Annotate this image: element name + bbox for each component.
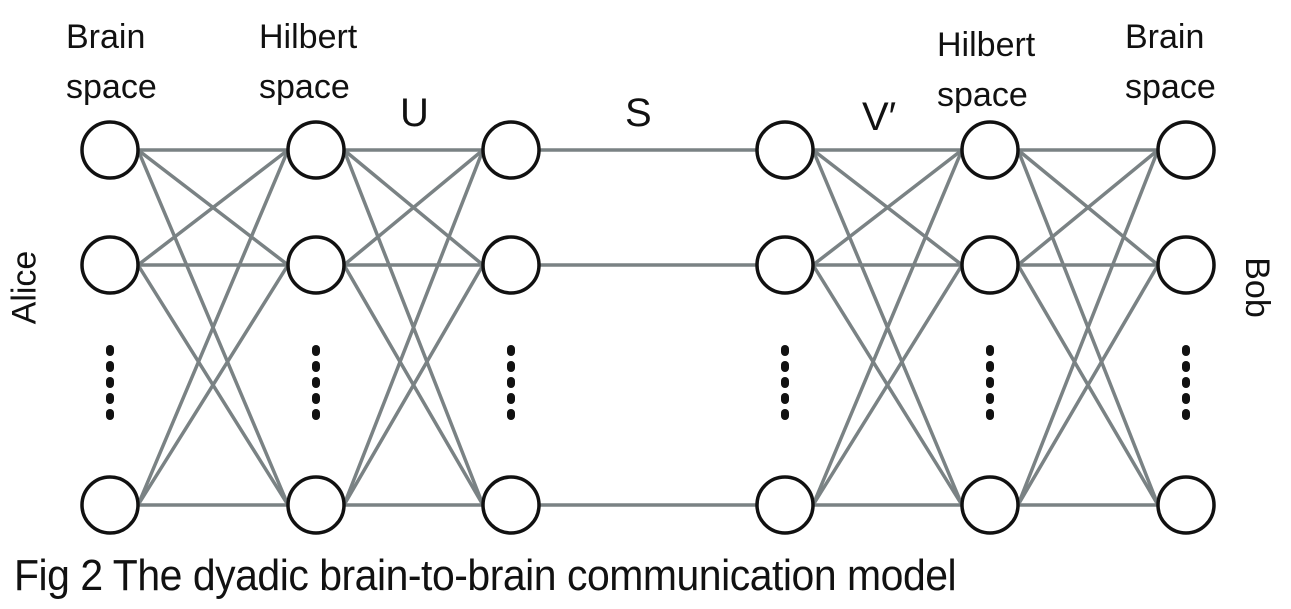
edge-alice-hilbert-space-1-to-alice-singular-space-0 (342, 148, 485, 267)
node-alice-singular-space-2 (481, 475, 541, 535)
nodes-layer (80, 120, 1216, 535)
header-alice-brain-space: Brain space (66, 12, 157, 112)
ellipsis-dot-alice-brain-space-0 (106, 345, 114, 356)
edges-layer (136, 148, 1160, 507)
ellipsis-dot-alice-brain-space-3 (106, 393, 114, 404)
ellipsis-dot-bob-singular-space-1 (781, 361, 789, 372)
node-alice-hilbert-space-1 (286, 235, 346, 295)
node-alice-singular-space-0 (481, 120, 541, 180)
edge-alice-brain-space-2-to-alice-hilbert-space-0 (136, 149, 290, 506)
node-alice-hilbert-space-0 (286, 120, 346, 180)
header-bob-hilbert-space: Hilbert space (937, 20, 1035, 120)
header-line1: Brain (66, 18, 146, 56)
edge-bob-singular-space-1-to-bob-hilbert-space-0 (811, 148, 964, 267)
edge-bob-hilbert-space-2-to-bob-brain-space-1 (1016, 264, 1160, 506)
ellipsis-dot-alice-hilbert-space-3 (312, 393, 320, 404)
ellipsis-dot-alice-brain-space-1 (106, 361, 114, 372)
bob-label: Bob (1237, 257, 1276, 318)
ellipsis-dot-bob-brain-space-4 (1182, 409, 1190, 420)
ellipsis-dot-bob-hilbert-space-4 (986, 409, 994, 420)
node-bob-hilbert-space-0 (960, 120, 1020, 180)
ellipsis-dot-alice-hilbert-space-2 (312, 377, 320, 388)
edge-alice-hilbert-space-2-to-alice-singular-space-1 (342, 264, 485, 506)
edge-alice-brain-space-2-to-alice-hilbert-space-1 (136, 264, 290, 506)
ellipsis-dot-bob-hilbert-space-0 (986, 345, 994, 356)
ellipsis-dot-alice-singular-space-0 (507, 345, 515, 356)
ellipsis-dot-alice-singular-space-2 (507, 377, 515, 388)
ellipsis-dot-alice-brain-space-2 (106, 377, 114, 388)
ellipsis-dot-bob-brain-space-3 (1182, 393, 1190, 404)
ellipsis-dot-alice-hilbert-space-0 (312, 345, 320, 356)
figure-caption: Fig 2 The dyadic brain-to-brain communic… (14, 551, 957, 600)
ellipsis-dot-bob-singular-space-3 (781, 393, 789, 404)
node-alice-brain-space-0 (80, 120, 140, 180)
node-bob-brain-space-1 (1156, 235, 1216, 295)
node-bob-singular-space-1 (755, 235, 815, 295)
ellipsis-dot-alice-brain-space-4 (106, 409, 114, 420)
header-alice-hilbert-space: Hilbert space (259, 12, 357, 112)
header-line1: Brain (1125, 18, 1205, 56)
alice-label: Alice (5, 250, 44, 325)
node-bob-singular-space-0 (755, 120, 815, 180)
ellipsis-dot-bob-singular-space-4 (781, 409, 789, 420)
header-line2: space (259, 68, 350, 106)
node-alice-brain-space-2 (80, 475, 140, 535)
operator-u-label: U (400, 91, 429, 135)
header-line2: space (1125, 68, 1216, 106)
node-bob-singular-space-2 (755, 475, 815, 535)
ellipsis-dot-bob-brain-space-0 (1182, 345, 1190, 356)
edge-alice-hilbert-space-2-to-alice-singular-space-0 (342, 149, 485, 506)
edge-bob-hilbert-space-2-to-bob-brain-space-0 (1016, 149, 1160, 506)
ellipsis-dot-bob-brain-space-1 (1182, 361, 1190, 372)
ellipsis-dot-alice-hilbert-space-1 (312, 361, 320, 372)
node-alice-brain-space-1 (80, 235, 140, 295)
edge-bob-hilbert-space-1-to-bob-brain-space-0 (1016, 148, 1160, 267)
header-line2: space (937, 76, 1028, 114)
ellipsis-dot-alice-singular-space-1 (507, 361, 515, 372)
node-alice-singular-space-1 (481, 235, 541, 295)
edge-bob-singular-space-2-to-bob-hilbert-space-0 (811, 149, 964, 506)
ellipsis-dot-alice-hilbert-space-4 (312, 409, 320, 420)
ellipsis-dot-bob-hilbert-space-1 (986, 361, 994, 372)
ellipsis-dot-bob-brain-space-2 (1182, 377, 1190, 388)
ellipsis-dot-bob-singular-space-2 (781, 377, 789, 388)
ellipsis-dot-bob-singular-space-0 (781, 345, 789, 356)
ellipsis-dot-bob-hilbert-space-3 (986, 393, 994, 404)
operator-s-label: S (625, 91, 652, 135)
edge-bob-singular-space-2-to-bob-hilbert-space-1 (811, 264, 964, 506)
node-bob-brain-space-0 (1156, 120, 1216, 180)
node-bob-hilbert-space-2 (960, 475, 1020, 535)
node-bob-brain-space-2 (1156, 475, 1216, 535)
node-bob-hilbert-space-1 (960, 235, 1020, 295)
header-line2: space (66, 68, 157, 106)
header-bob-brain-space: Brain space (1125, 12, 1216, 112)
ellipsis-dot-alice-singular-space-3 (507, 393, 515, 404)
ellipsis-dot-bob-hilbert-space-2 (986, 377, 994, 388)
header-line1: Hilbert (259, 18, 358, 56)
header-line1: Hilbert (937, 26, 1036, 64)
node-alice-hilbert-space-2 (286, 475, 346, 535)
ellipsis-dot-alice-singular-space-4 (507, 409, 515, 420)
operator-v-label: V′ (862, 95, 897, 139)
ellipsis-layer (106, 345, 1190, 420)
edge-alice-brain-space-1-to-alice-hilbert-space-0 (136, 148, 290, 267)
